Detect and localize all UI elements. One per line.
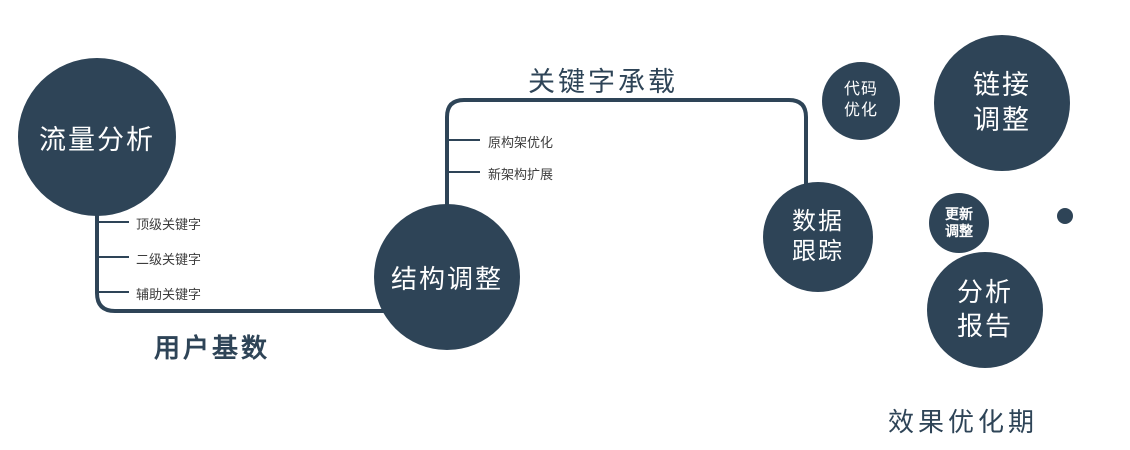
node-analysis-report-line2: 报告 (956, 311, 1013, 341)
node-structure-adjust: 结构调整 (374, 204, 520, 350)
node-data-tracking: 数据 跟踪 (763, 182, 873, 292)
node-data-tracking-line1: 数据 (792, 208, 844, 235)
node-code-optimize-line2: 优化 (843, 102, 878, 119)
branch-label-new-architecture: 新架构扩展 (488, 167, 554, 182)
edge-label-keyword-load: 关键字承载 (528, 67, 678, 97)
node-update-adjust: 更新 调整 (929, 193, 989, 253)
node-structure-adjust-label: 结构调整 (390, 263, 503, 294)
branch-label-top-keywords: 顶级关键字 (136, 217, 202, 232)
node-traffic-analysis: 流量分析 (18, 58, 176, 216)
node-update-adjust-line1: 更新 (945, 205, 973, 222)
connector-structure-to-tracking (445, 98, 808, 215)
edge-label-user-base: 用户基数 (154, 333, 271, 363)
node-traffic-analysis-label: 流量分析 (39, 124, 155, 155)
footer-effect-optimization-period: 效果优化期 (888, 407, 1039, 437)
node-code-optimize-line1: 代码 (843, 81, 878, 99)
node-code-optimize: 代码 优化 (822, 62, 900, 140)
node-link-adjust: 链接 调整 (934, 35, 1070, 171)
node-link-adjust-line2: 调整 (973, 105, 1031, 135)
node-link-adjust-line1: 链接 (973, 69, 1031, 100)
bullet-dot (1057, 208, 1073, 224)
node-data-tracking-line2: 跟踪 (792, 238, 844, 265)
node-update-adjust-line2: 调整 (945, 223, 973, 239)
branch-label-auxiliary-keywords: 辅助关键字 (136, 287, 202, 302)
branch-label-secondary-keywords: 二级关键字 (136, 252, 202, 267)
branch-label-original-architecture: 原构架优化 (488, 135, 554, 150)
node-analysis-report: 分析 报告 (927, 252, 1043, 368)
node-analysis-report-line1: 分析 (956, 277, 1013, 308)
